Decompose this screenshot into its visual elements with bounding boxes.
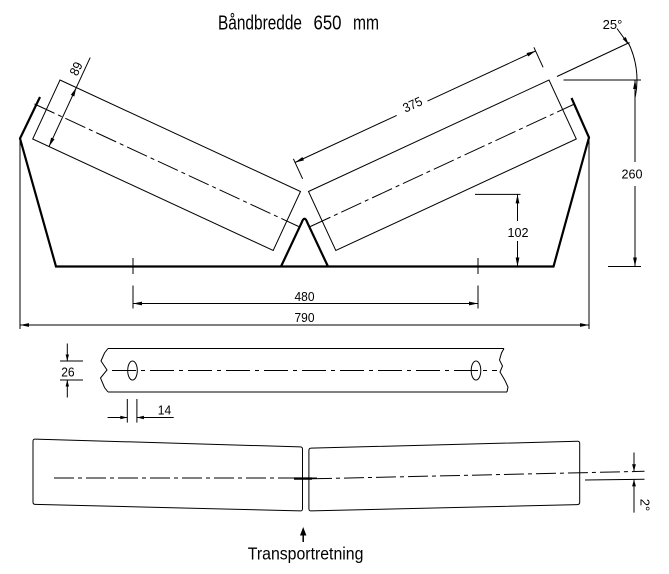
svg-text:26: 26 (61, 365, 74, 380)
svg-text:mm: mm (353, 12, 379, 35)
svg-text:Båndbredde: Båndbredde (218, 12, 302, 35)
svg-text:480: 480 (295, 289, 315, 304)
svg-text:25°: 25° (603, 17, 623, 32)
svg-text:Transportretning: Transportretning (248, 543, 364, 563)
svg-text:89: 89 (66, 59, 85, 77)
svg-text:790: 790 (295, 310, 315, 325)
svg-text:2°: 2° (638, 499, 653, 511)
svg-text:650: 650 (314, 12, 342, 35)
svg-text:260: 260 (622, 167, 643, 182)
svg-text:102: 102 (508, 225, 529, 240)
svg-text:14: 14 (158, 402, 171, 417)
